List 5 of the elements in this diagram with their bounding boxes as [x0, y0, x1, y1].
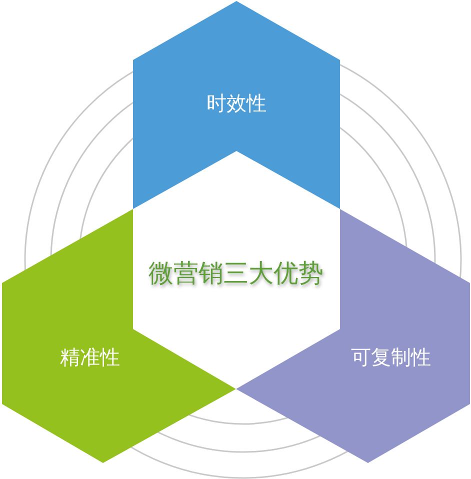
hexagon-label: 时效性: [206, 93, 266, 113]
hexagon-label: 可复制性: [351, 347, 431, 367]
title: 微营销三大优势: [148, 260, 324, 286]
hexagon-label: 精准性: [60, 347, 120, 367]
hexagon: [133, 1, 340, 209]
